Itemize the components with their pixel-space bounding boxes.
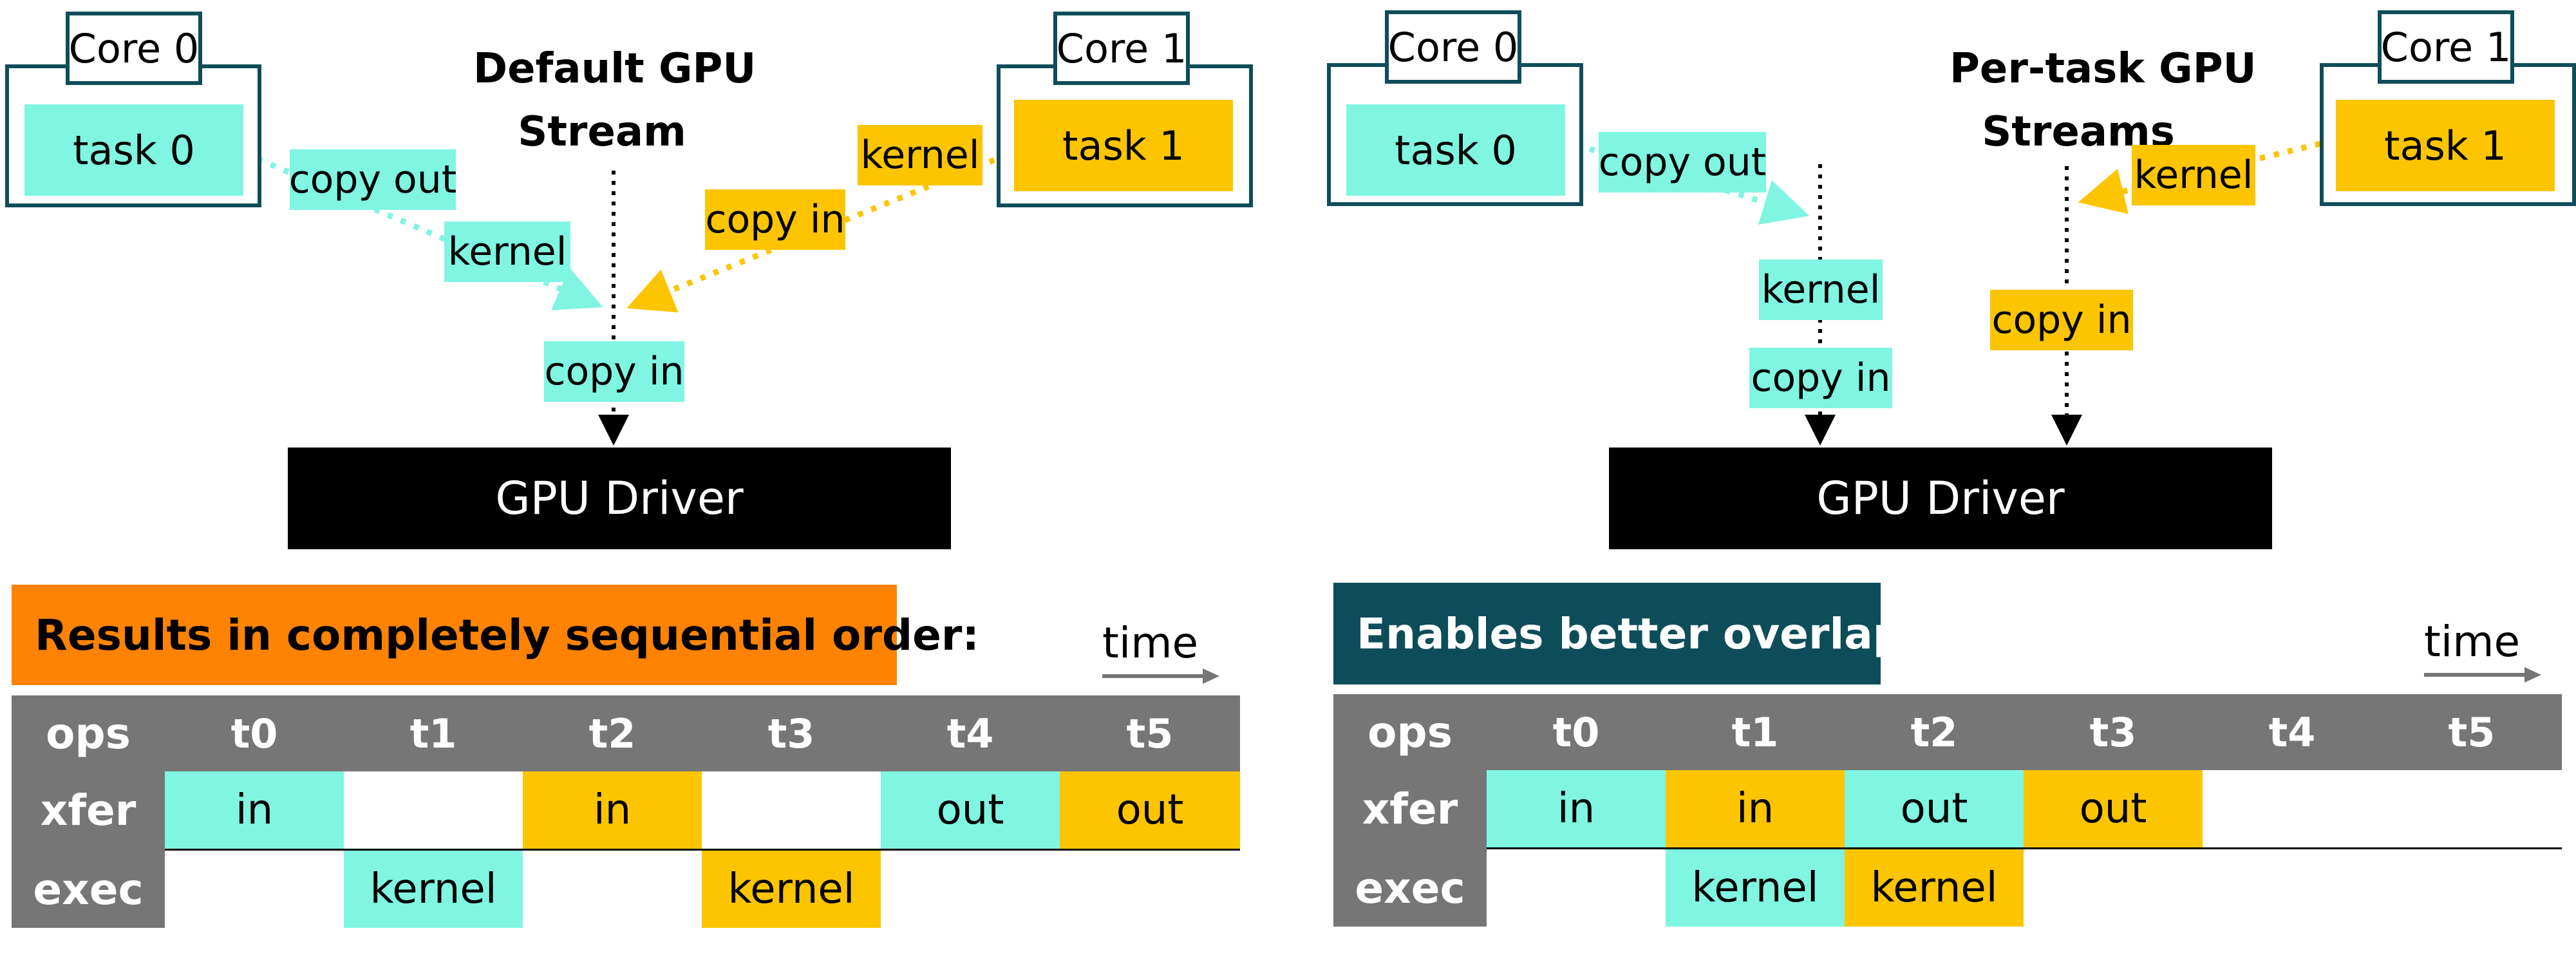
task0-box: task 0	[24, 104, 243, 196]
task1-box: task 1	[2336, 100, 2555, 191]
gpu-driver: GPU Driver	[288, 448, 951, 549]
task1-box: task 1	[1014, 100, 1233, 191]
time-header-t2: t2	[1845, 694, 2024, 770]
core0-label: Core 0	[1385, 10, 1521, 84]
exec-row-label: exec	[12, 849, 165, 928]
task0-copy-out: copy out	[289, 149, 456, 210]
xfer-cell	[2203, 770, 2382, 849]
xfer-cell: out	[1845, 770, 2024, 849]
streams-title-line1: Per-task GPU	[1950, 45, 2257, 93]
xfer-cell: out	[881, 771, 1060, 851]
xfer-cell: out	[1060, 771, 1240, 851]
exec-row-label: exec	[1333, 848, 1487, 927]
time-arrow	[1102, 668, 1219, 684]
xfer-cell	[344, 771, 523, 851]
exec-cell	[2203, 849, 2382, 927]
time-header-t1: t1	[1666, 694, 1845, 770]
exec-cell	[523, 850, 702, 929]
xfer-row-label: xfer	[12, 771, 165, 851]
default-stream-panel: Default GPU Stream Core 0 task 0 Core 1 …	[5, 12, 1253, 928]
per-task-streams-panel: Per-task GPU Streams Core 0 task 0 Core …	[1322, 0, 2576, 953]
task1-arrow	[626, 146, 1022, 313]
sequential-banner: Results in completely sequential order:	[12, 585, 979, 685]
time-label: time	[1102, 618, 1199, 668]
xfer-cell: in	[523, 771, 702, 851]
xfer-cell	[702, 771, 881, 851]
exec-cell: kernel	[344, 849, 523, 928]
time-header-t3: t3	[2024, 694, 2203, 770]
time-header-t4: t4	[2203, 694, 2382, 770]
xfer-cell	[2382, 770, 2562, 849]
task1-kernel: kernel	[2132, 145, 2255, 205]
exec-cell	[881, 850, 1060, 929]
exec-cell	[165, 850, 344, 929]
core0-label: Core 0	[66, 12, 202, 85]
gpu-driver: GPU Driver	[1609, 448, 2272, 549]
task0-copy-out: copy out	[1599, 132, 1766, 193]
overlap-banner: Enables better overlap:	[1333, 583, 1920, 684]
xfer-cell: out	[2024, 770, 2203, 849]
task1-copy-in: copy in	[1990, 290, 2133, 350]
exec-cell	[1487, 849, 1666, 927]
exec-cell	[1060, 850, 1240, 929]
time-label: time	[2424, 617, 2521, 666]
task0-copy-in: copy in	[544, 341, 684, 402]
xfer-cell: in	[165, 771, 344, 851]
time-header-t3: t3	[702, 695, 881, 771]
stream-title: Default GPU Stream	[473, 37, 757, 164]
time-header-t0: t0	[1487, 694, 1666, 770]
exec-cell: kernel	[1666, 848, 1845, 927]
xfer-cell: in	[1666, 770, 1845, 849]
exec-row: exec kernel kernel	[12, 849, 1240, 929]
xfer-row-label: xfer	[1333, 770, 1487, 849]
exec-cell: kernel	[702, 849, 881, 928]
time-arrow	[2424, 667, 2541, 683]
exec-cell: kernel	[1845, 848, 2024, 927]
time-header-t5: t5	[2382, 694, 2562, 770]
time-header-t0: t0	[165, 695, 344, 771]
time-header-t1: t1	[344, 695, 523, 771]
core1-label: Core 1	[2378, 10, 2514, 84]
core1-label: Core 1	[1053, 12, 1190, 85]
time-header-t5: t5	[1060, 695, 1240, 771]
exec-cell	[2382, 849, 2562, 927]
stream-title-line1: Default GPU	[473, 45, 757, 93]
task1-kernel: kernel	[858, 125, 982, 185]
exec-cell	[2024, 849, 2203, 927]
task0-box: task 0	[1346, 104, 1565, 196]
task0-kernel: kernel	[1759, 259, 1883, 320]
ops-header: ops	[12, 695, 165, 771]
stream-title-line2: Stream	[518, 108, 686, 156]
xfer-cell: in	[1487, 770, 1666, 849]
task0-kernel: kernel	[444, 222, 570, 282]
time-header-t4: t4	[881, 695, 1060, 771]
ops-header: ops	[1333, 694, 1487, 770]
task1-copy-in: copy in	[705, 189, 845, 250]
task0-copy-in: copy in	[1749, 348, 1892, 408]
time-header-t2: t2	[523, 695, 702, 771]
